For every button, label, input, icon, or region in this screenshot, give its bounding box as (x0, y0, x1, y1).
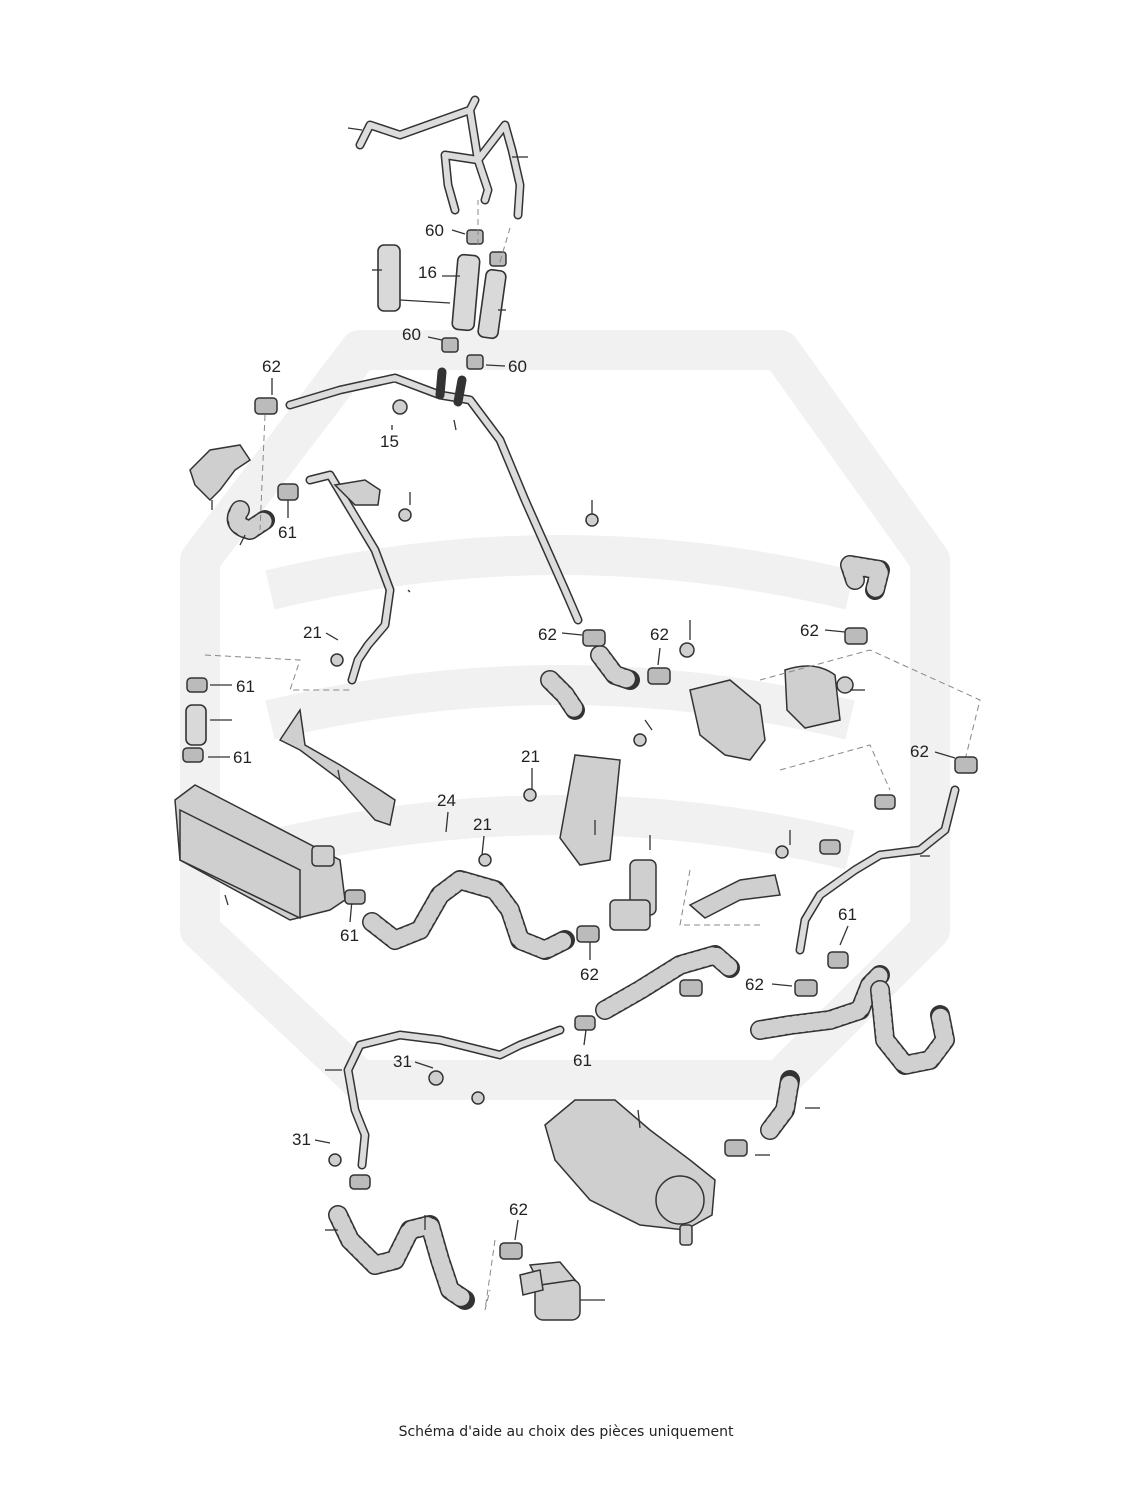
svg-text:62: 62 (538, 625, 557, 644)
main-coolant-pipe (285, 367, 583, 625)
top-clips (441, 229, 507, 370)
short-hoses (377, 244, 507, 340)
svg-text:62: 62 (650, 625, 669, 644)
left-hoses (185, 500, 275, 746)
svg-text:62: 62 (910, 742, 929, 761)
svg-text:61: 61 (573, 1051, 592, 1070)
label-62-right-upper: 62 (800, 621, 846, 640)
svg-text:61: 61 (340, 926, 359, 945)
svg-text:62: 62 (745, 975, 764, 994)
svg-text:31: 31 (292, 1130, 311, 1149)
svg-text:21: 21 (473, 815, 492, 834)
label-16: 16 (399, 263, 460, 304)
label-61-left-b: 61 (208, 748, 252, 767)
thermostat-housing (544, 1099, 716, 1246)
label-62-top-left: 62 (262, 357, 281, 395)
svg-text:62: 62 (800, 621, 819, 640)
bottom-left-hose (328, 1205, 475, 1310)
label-61-lower-center: 61 (573, 1029, 592, 1070)
label-31-a: 31 (393, 1052, 434, 1071)
label-21-center: 21 (521, 747, 540, 790)
right-metal-pipe (795, 785, 960, 955)
label-62-bottom: 62 (509, 1200, 528, 1241)
lower-left-metal-pipe (343, 1025, 565, 1170)
svg-text:24: 24 (437, 791, 456, 810)
label-61-upper-left: 61 (278, 498, 297, 542)
heat-shield (189, 444, 252, 502)
label-62-lower-right: 62 (745, 975, 793, 994)
svg-text:15: 15 (380, 432, 399, 451)
svg-text:60: 60 (425, 221, 444, 240)
label-62-right: 62 (910, 742, 956, 761)
svg-text:62: 62 (509, 1200, 528, 1219)
diagram-caption: Schéma d'aide au choix des pièces unique… (398, 1424, 734, 1440)
svg-text:21: 21 (521, 747, 540, 766)
bolts (328, 399, 789, 1167)
svg-text:61: 61 (236, 677, 255, 696)
label-15: 15 (380, 425, 399, 451)
label-24: 24 (437, 791, 456, 833)
electric-water-pump-bottom (519, 1261, 581, 1321)
hose-clamps (182, 397, 978, 1260)
label-62-center-a: 62 (538, 625, 583, 644)
center-small-hoses (540, 645, 640, 720)
left-metal-pipe (305, 470, 395, 685)
svg-text:62: 62 (262, 357, 281, 376)
long-bracket (278, 707, 396, 826)
svg-text:21: 21 (303, 623, 322, 642)
label-60-c: 60 (485, 357, 527, 376)
label-61-lower-left: 61 (340, 899, 359, 945)
center-wavy-hose (362, 870, 575, 960)
svg-text:62: 62 (580, 965, 599, 984)
valve-assembly (559, 754, 781, 931)
lower-right-hoses (750, 965, 955, 1140)
svg-text:60: 60 (508, 357, 527, 376)
label-31-b: 31 (292, 1130, 331, 1149)
auxiliary-pump-right (689, 665, 854, 761)
svg-text:31: 31 (393, 1052, 412, 1071)
svg-text:61: 61 (233, 748, 252, 767)
guide-lines (204, 200, 981, 1311)
part-labels: 60 16 60 60 62 15 61 21 (208, 221, 956, 1241)
right-upper-hose (840, 555, 890, 600)
svg-text:16: 16 (418, 263, 437, 282)
top-metal-pipes (355, 95, 525, 220)
label-21-left: 21 (303, 623, 339, 642)
svg-text:61: 61 (278, 523, 297, 542)
label-60-a: 60 (425, 221, 466, 240)
label-62-lower-center: 62 (580, 940, 599, 984)
label-62-center-b: 62 (650, 625, 669, 666)
label-21-lower: 21 (473, 815, 492, 856)
label-61-right-lower: 61 (838, 905, 857, 946)
svg-text:60: 60 (402, 325, 421, 344)
unlabeled-leaders (210, 127, 930, 1301)
label-61-left-a: 61 (210, 677, 255, 696)
svg-text:61: 61 (838, 905, 857, 924)
label-60-b: 60 (402, 325, 443, 344)
lower-center-hose (595, 945, 740, 1020)
heat-exchanger (174, 784, 346, 921)
